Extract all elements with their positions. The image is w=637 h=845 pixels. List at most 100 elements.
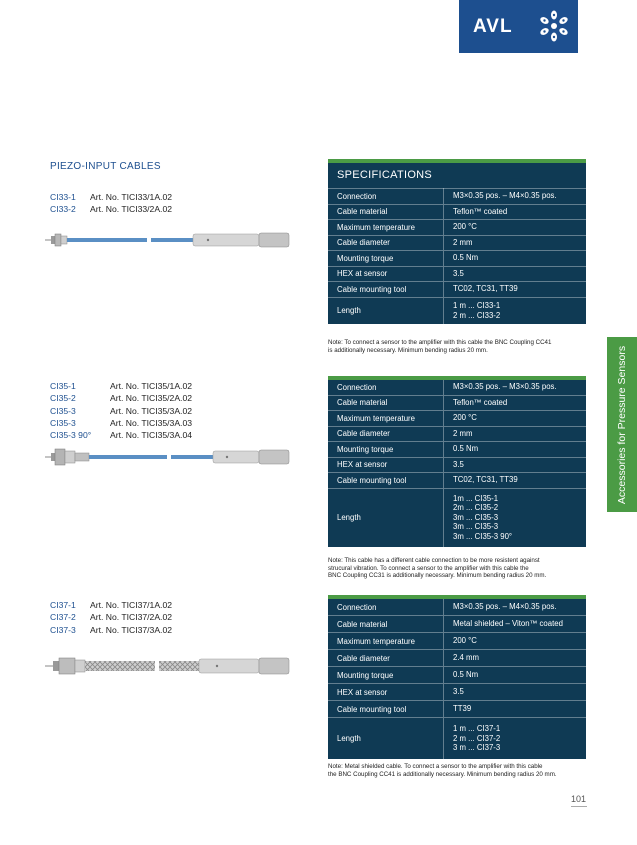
- spec-key: Mounting torque: [328, 666, 444, 684]
- article-list-ci33: CI33-1 Art. No. TICI33/1A.02 CI33-2 Art. N…: [50, 191, 172, 216]
- spec-value: 0.5 Nm: [443, 441, 586, 457]
- spec-value: 2 mm: [443, 425, 586, 442]
- spec-value-line: 1 m ... CI33-1: [453, 300, 501, 310]
- spec-value-line: 2 m ... CI37-2: [453, 733, 501, 743]
- article-number: Art. No. TICI35/3A.03: [110, 417, 192, 428]
- spec-row: Cable material Teflon™ coated: [328, 203, 586, 220]
- section-title: PIEZO-INPUT CABLES: [50, 161, 161, 172]
- note-line: Note: To connect a sensor to the amplifi…: [328, 339, 552, 346]
- avl-logo-icon: [540, 10, 568, 42]
- spec-value: 0.5 Nm: [443, 666, 586, 684]
- cable-ci37-image: [45, 657, 290, 675]
- spec-key: Mounting torque: [328, 250, 444, 266]
- spec-key: Cable diameter: [328, 649, 444, 667]
- article-code: CI33-1: [50, 192, 76, 202]
- spec-key: Cable mounting tool: [328, 700, 444, 718]
- article-number: Art. No. TICI37/3A.02: [90, 624, 172, 635]
- article-code: CI35-1: [50, 381, 76, 391]
- spec-value-line: 3m ... CI35-3: [453, 522, 499, 532]
- spec-value: 200 °C: [443, 410, 586, 426]
- spec-value-line: 3.5: [453, 687, 464, 697]
- spec-value-line: 3 m ... CI37-3: [453, 743, 501, 753]
- spec-value: M3×0.35 pos. – M4×0.35 pos.: [444, 599, 587, 616]
- side-tab-label: Accessories for Pressure Sensors: [616, 345, 628, 504]
- article-number: Art. No. TICI37/1A.02: [90, 600, 172, 610]
- spec-value-line: 2.4 mm: [453, 653, 479, 663]
- spec-header: SPECIFICATIONS: [337, 169, 433, 181]
- spec-key: Connection: [328, 380, 444, 395]
- page-number: 101: [571, 794, 587, 804]
- article-code: CI35-2: [50, 393, 76, 404]
- spec-value-line: 0.5 Nm: [453, 253, 479, 263]
- spec-key: Cable mounting tool: [328, 472, 444, 488]
- spec-value-line: 1m ... CI35-1: [453, 493, 499, 503]
- spec-value-line: Teflon™ coated: [453, 206, 508, 216]
- spec-value-line: 200 °C: [453, 413, 477, 423]
- spec-value: 3.5: [443, 683, 586, 701]
- spec-value: 1 m ... CI37-1 2 m ... CI37-2 3 m ... CI…: [443, 717, 586, 759]
- spec-value-line: 3.5: [453, 268, 464, 278]
- cable-ci35-image: [45, 448, 290, 466]
- spec-key: HEX at sensor: [328, 456, 444, 473]
- spec-value-line: TC02, TC31, TT39: [453, 284, 518, 294]
- spec-row: HEX at sensor 3.5: [328, 456, 586, 473]
- article-code: CI33-2: [50, 204, 76, 215]
- spec-value-line: 3.5: [453, 459, 464, 469]
- spec-accent-bar: [328, 159, 586, 163]
- spec-value-line: 1 m ... CI37-1: [453, 724, 501, 734]
- spec-value-line: M3×0.35 pos. – M4×0.35 pos.: [453, 602, 557, 612]
- spec-value-line: 3m ... CI35-3 90°: [453, 531, 513, 541]
- article-number: Art. No. TICI33/2A.02: [90, 204, 172, 215]
- spec-value: 0.5 Nm: [443, 250, 586, 266]
- article-row: CI33-1 Art. No. TICI33/1A.02: [50, 191, 172, 203]
- note-ci33: Note: To connect a sensor to the amplifi…: [328, 339, 593, 354]
- article-number: Art. No. TICI33/1A.02: [90, 192, 172, 202]
- spec-value: TC02, TC31, TT39: [443, 281, 586, 297]
- spec-accent-bar: [328, 595, 586, 599]
- note-line: Note: Metal shielded cable. To connect a…: [328, 763, 543, 770]
- spec-row: Length 1 m ... CI37-1 2 m ... CI37-2 3 m…: [328, 717, 586, 759]
- spec-row: Cable diameter 2.4 mm: [328, 649, 586, 667]
- spec-value-line: 3m ... CI35-3: [453, 512, 499, 522]
- article-code: CI35-3: [50, 405, 76, 416]
- spec-value-line: 2 mm: [453, 237, 473, 247]
- article-row: CI33-2 Art. No. TICI33/2A.02: [50, 203, 172, 215]
- note-line: the BNC Coupling CC41 is additionally ne…: [328, 770, 557, 778]
- avl-logo: AVL: [459, 0, 578, 53]
- spec-value-line: 2 m ... CI33-2: [453, 310, 501, 320]
- spec-key: Cable diameter: [328, 425, 444, 442]
- note-line: BNC Coupling CC31 is additionally necess…: [328, 572, 547, 580]
- spec-value: M3×0.35 pos. – M3×0.35 pos.: [444, 380, 587, 395]
- spec-value: 1m ... CI35-1 2m ... CI35-2 3m ... CI35-…: [443, 487, 586, 547]
- note-line: is additionally necessary. Minimum bendi…: [328, 346, 488, 354]
- spec-value-line: 2m ... CI35-2: [453, 503, 499, 513]
- spec-key: Cable material: [328, 203, 444, 220]
